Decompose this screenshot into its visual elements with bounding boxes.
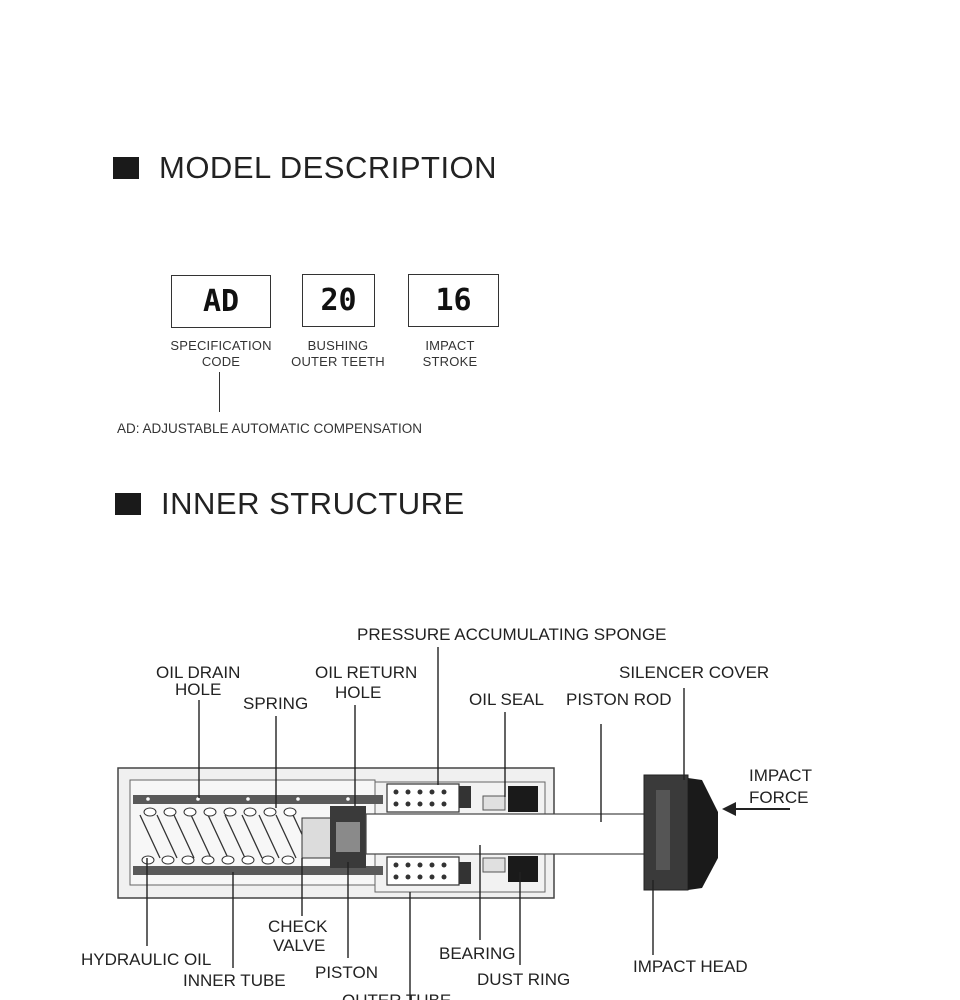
label-outer-tube: OUTER TUBE (342, 991, 451, 1000)
label-dust-ring: DUST RING (477, 970, 570, 989)
label-oil-drain-1: OIL DRAIN (156, 663, 240, 682)
label-check-valve-1: CHECK (268, 917, 328, 936)
code-box-stroke: 16 (408, 274, 499, 327)
check-valve-body (301, 817, 333, 859)
caption-impact-stroke: IMPACT STROKE (422, 338, 478, 369)
caption-bushing-outer-teeth: BUSHING OUTER TEETH (291, 338, 385, 369)
inner-housing (129, 779, 376, 886)
outer-tube-body (117, 767, 555, 899)
front-housing (374, 781, 546, 893)
impact-force-arrow-icon (722, 802, 736, 816)
section-title: MODEL DESCRIPTION (159, 150, 498, 185)
label-impact-force-2: FORCE (749, 788, 809, 807)
sponge-bottom (386, 856, 471, 886)
label-impact-head: IMPACT HEAD (633, 957, 748, 976)
code-note: AD: ADJUSTABLE AUTOMATIC COMPENSATION (117, 421, 423, 436)
caption-specification-code: SPECIFICATION CODE (170, 338, 272, 369)
label-spring: SPRING (243, 694, 308, 713)
model-description-header: MODEL DESCRIPTION (113, 150, 497, 186)
sponge-top (386, 783, 471, 813)
piston-core (336, 822, 360, 852)
connector-line (219, 372, 220, 412)
impact-head-highlight (656, 790, 670, 870)
oil-drain-holes (146, 797, 350, 801)
impact-head (643, 774, 689, 891)
section-title: INNER STRUCTURE (161, 486, 465, 521)
silencer-cover (688, 778, 718, 890)
label-oil-drain-2: HOLE (175, 680, 221, 699)
code-box-bushing: 20 (302, 274, 375, 327)
piston-rod (365, 813, 647, 855)
bearing-bottom (482, 857, 506, 873)
label-silencer-cover: SILENCER COVER (619, 663, 769, 682)
label-hydraulic-oil: HYDRAULIC OIL (81, 950, 211, 969)
code-box-specification: AD (171, 275, 271, 328)
spring-ends (141, 807, 297, 865)
label-impact-force-1: IMPACT (749, 766, 812, 785)
section-bullet-icon (113, 157, 139, 179)
inner-structure-header: INNER STRUCTURE (115, 486, 465, 522)
label-piston: PISTON (315, 963, 378, 982)
piston-block (330, 806, 366, 868)
label-oil-return-1: OIL RETURN (315, 663, 417, 682)
label-check-valve-2: VALVE (273, 936, 325, 955)
label-oil-return-2: HOLE (335, 683, 381, 702)
label-bearing: BEARING (439, 944, 516, 963)
label-pressure-sponge: PRESSURE ACCUMULATING SPONGE (357, 625, 667, 644)
label-oil-seal: OIL SEAL (469, 690, 544, 709)
label-inner-tube: INNER TUBE (183, 971, 286, 990)
label-piston-rod: PISTON ROD (566, 690, 671, 709)
inner-tube-top-wall (133, 795, 383, 804)
inner-tube-bottom-wall (133, 866, 383, 875)
oil-seal-top (508, 786, 538, 812)
bearing-top (482, 795, 506, 811)
section-bullet-icon (115, 493, 141, 515)
oil-seal-bottom (508, 856, 538, 882)
spring-coils (139, 814, 314, 859)
